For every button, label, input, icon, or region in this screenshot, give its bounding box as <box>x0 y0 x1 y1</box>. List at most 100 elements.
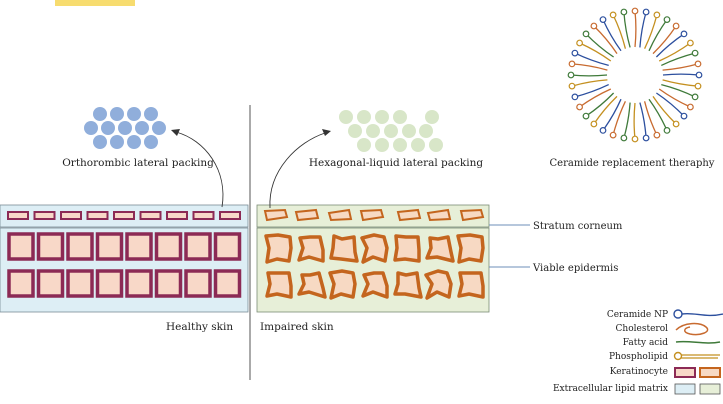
ceramide-np-head <box>571 49 579 57</box>
ceramide-np-tail <box>574 52 609 67</box>
ceramide-np-head <box>680 30 688 38</box>
ceramide-np-tail <box>639 11 647 48</box>
lipid-molecule <box>144 107 158 121</box>
keratinocyte <box>393 234 421 263</box>
cholesterol-head <box>653 131 661 139</box>
cholesterol-tail <box>643 101 658 136</box>
phospholipid-tail <box>612 14 627 49</box>
legend-label-matrix: Extracellular lipid matrix <box>553 384 668 394</box>
ceramide-np-tail <box>662 73 700 76</box>
keratinocyte <box>213 269 242 298</box>
impaired-skin-label: Impaired skin <box>260 321 334 333</box>
keratinocyte <box>393 271 423 299</box>
lipid-molecule <box>127 135 141 149</box>
ceramide-np-tail <box>639 102 647 139</box>
keratinocyte <box>95 232 124 261</box>
impaired-packing-label: Hexagonal-liquid lateral packing <box>309 157 484 169</box>
keratinocyte <box>457 271 485 299</box>
phospholipid-head <box>568 82 576 90</box>
phospholipid-tail <box>644 14 658 49</box>
keratinocyte <box>66 269 94 298</box>
keratinocyte <box>361 271 389 299</box>
fatty-acid-tail <box>623 11 631 48</box>
corneocyte <box>396 208 422 222</box>
lipid-molecule <box>152 121 166 135</box>
cholesterol-tail <box>662 63 699 71</box>
fatty-acid-tail <box>570 74 608 77</box>
legend: Ceramide NP Cholesterol Fatty acid Phosp… <box>553 309 723 395</box>
lipid-molecule <box>402 124 416 138</box>
keratinocyte <box>265 271 293 299</box>
fatty-acid-head <box>663 16 671 24</box>
impaired-arrowhead <box>322 129 331 136</box>
cholesterol-tail <box>579 88 612 108</box>
corneocyte <box>459 208 485 222</box>
ceramide-np-head <box>695 71 703 79</box>
cholesterol-head <box>687 103 694 111</box>
fatty-acid-tail <box>648 19 668 52</box>
viable-label: Viable epidermis <box>532 263 618 274</box>
corneocyte <box>33 211 56 220</box>
phospholipid-head <box>631 135 639 143</box>
lipid-molecule <box>393 138 407 152</box>
healthy-corneocytes <box>7 211 241 220</box>
fatty-acid-head <box>691 49 699 57</box>
fatty-acid-head <box>663 126 671 134</box>
legend-label-ceramide: Ceramide NP <box>607 310 668 320</box>
impaired-arrow <box>269 132 326 209</box>
corneocyte <box>86 211 109 220</box>
corneocyte <box>327 208 353 222</box>
corneocyte <box>166 211 188 220</box>
ceramide-np-head <box>642 8 650 16</box>
keratinocyte <box>36 269 65 298</box>
phospholipid-tail <box>658 42 691 62</box>
keratinocyte <box>264 233 293 264</box>
phospholipid-head <box>590 120 598 128</box>
lipid-molecule <box>366 124 380 138</box>
lipid-molecule <box>101 121 115 135</box>
cholesterol-head <box>609 131 617 139</box>
phospholipid-head <box>687 39 694 47</box>
legend-label-fatty: Fatty acid <box>623 338 668 348</box>
lipid-molecule <box>419 124 433 138</box>
ceramide-np-head <box>599 126 607 134</box>
fatty-acid-head <box>620 8 628 16</box>
phospholipid-head <box>653 11 661 19</box>
keratinocyte <box>95 269 124 298</box>
impaired-panel <box>256 110 490 313</box>
keratinocyte <box>297 235 325 263</box>
legend-label-cholesterol: Cholesterol <box>616 324 669 334</box>
fatty-acid-head <box>691 93 699 101</box>
keratinocyte <box>213 232 242 261</box>
ceramide-np-tail <box>574 84 609 98</box>
healthy-arrowhead <box>171 129 180 136</box>
keratinocyte <box>425 235 455 263</box>
fatty-acid-icon <box>675 340 721 344</box>
keratinocyte <box>184 232 212 261</box>
fatty-acid-head <box>582 30 590 38</box>
lipid-molecule <box>84 121 98 135</box>
corneocyte <box>113 211 135 220</box>
ceramide-np-head <box>599 16 607 24</box>
keratinocyte <box>184 269 212 298</box>
corneocyte <box>426 208 452 222</box>
corneocyte <box>263 208 289 222</box>
keratinocyte <box>125 232 153 261</box>
stratum-label: Stratum corneum <box>533 221 623 232</box>
keratinocyte <box>66 232 94 261</box>
healthy-skin-label: Healthy skin <box>166 321 233 333</box>
lipid-molecule <box>348 124 362 138</box>
lipid-molecule <box>375 110 389 124</box>
corneocyte <box>7 211 29 220</box>
healthy-panel <box>0 107 249 313</box>
ceramide-np-icon <box>673 309 723 319</box>
lipid-molecule <box>357 110 371 124</box>
lipid-molecule <box>93 135 107 149</box>
keratinocyte <box>7 269 35 298</box>
cholesterol-head <box>631 7 639 15</box>
ceramide-np-head <box>571 93 579 101</box>
lipid-molecule <box>429 138 443 152</box>
lipid-molecule <box>110 135 124 149</box>
keratinocyte <box>7 232 35 261</box>
